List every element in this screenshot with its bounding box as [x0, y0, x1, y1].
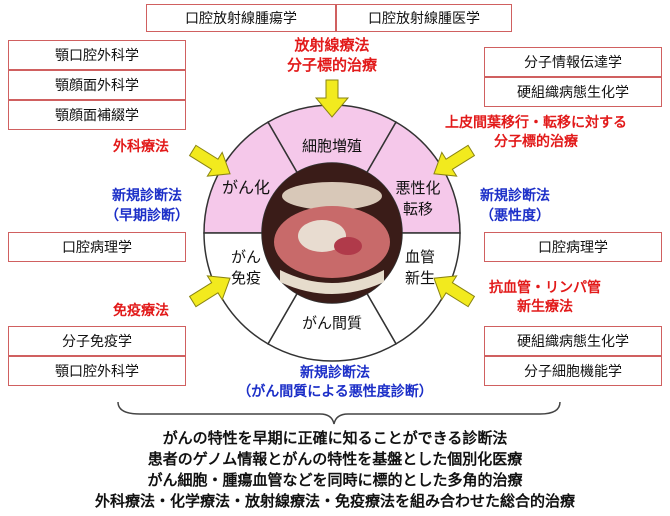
box-molecular-signaling: 分子情報伝達学 [484, 47, 662, 77]
segment-label-upper-left: がん化 [222, 178, 270, 197]
segment-label-lower-right-1: 血管 [405, 248, 435, 266]
box-hard-tissue-biochem-2: 硬組織病態生化学 [484, 326, 662, 356]
label-anti-angiogenesis-1: 抗血管・リンパ管 [489, 280, 601, 296]
box-maxillofacial-surgery: 顎顔面外科学 [8, 70, 186, 100]
oral-cavity-photo [262, 163, 402, 303]
box-maxillofacial-prosthetics: 顎顔面補綴学 [8, 100, 186, 130]
box-oral-radiology: 口腔放射線腫医学 [336, 4, 512, 32]
label-malignancy-diagnosis-1: 新規診断法 [480, 188, 550, 204]
label-emt-target-2: 分子標的治療 [494, 134, 578, 150]
summary-line-3: がん細胞・腫瘍血管などを同時に標的とした多角的治療 [147, 471, 523, 489]
box-oral-surgery-2: 顎口腔外科学 [8, 356, 186, 386]
label-anti-angiogenesis-2: 新生療法 [517, 299, 573, 315]
box-hard-tissue-biochem-1: 硬組織病態生化学 [484, 77, 662, 107]
label-radiotherapy-1: 放射線療法 [294, 36, 370, 54]
segment-label-upper-right-1: 悪性化 [395, 179, 440, 197]
arrow-top [314, 79, 350, 118]
label-emt-target-1: 上皮間葉移行・転移に対する [445, 115, 627, 131]
segment-label-lower-right-2: 新生 [405, 269, 435, 287]
box-oral-pathology-left: 口腔病理学 [8, 232, 186, 262]
label-malignancy-diagnosis-2: （悪性度） [480, 208, 550, 224]
label-radiotherapy-2: 分子標的治療 [286, 56, 377, 74]
segment-label-bottom: がん間質 [302, 314, 362, 332]
arrow-lower-left [188, 275, 231, 308]
label-early-diagnosis-1: 新規診断法 [112, 188, 182, 204]
arrow-upper-left [188, 144, 231, 177]
label-stroma-diagnosis-1: 新規診断法 [300, 365, 370, 381]
box-oral-radiation-oncology: 口腔放射線腫瘍学 [146, 4, 336, 32]
summary-line-2: 患者のゲノム情報とがんの特性を基盤とした個別化医療 [147, 450, 523, 468]
segment-label-top: 細胞増殖 [302, 137, 362, 155]
segment-label-lower-left-1: がん [231, 248, 261, 266]
label-surgery: 外科療法 [113, 139, 169, 155]
box-molecular-immunology: 分子免疫学 [8, 326, 186, 356]
label-stroma-diagnosis-2: （がん間質による悪性度診断） [237, 384, 433, 400]
arrow-lower-right [433, 275, 476, 308]
summary-brace [117, 401, 561, 425]
summary-line-4: 外科療法・化学療法・放射線療法・免疫療法を組み合わせた総合的治療 [94, 492, 575, 510]
segment-label-upper-right-2: 転移 [403, 200, 433, 218]
box-oral-pathology-right: 口腔病理学 [484, 232, 662, 262]
label-early-diagnosis-2: （早期診断） [105, 208, 189, 224]
box-molecular-cell-function: 分子細胞機能学 [484, 356, 662, 386]
box-oral-surgery-1: 顎口腔外科学 [8, 40, 186, 70]
label-immunotherapy: 免疫療法 [113, 303, 169, 319]
segment-label-lower-left-2: 免疫 [231, 269, 261, 287]
summary-line-1: がんの特性を早期に正確に知ることができる診断法 [162, 429, 508, 447]
arrow-upper-right [433, 144, 476, 177]
